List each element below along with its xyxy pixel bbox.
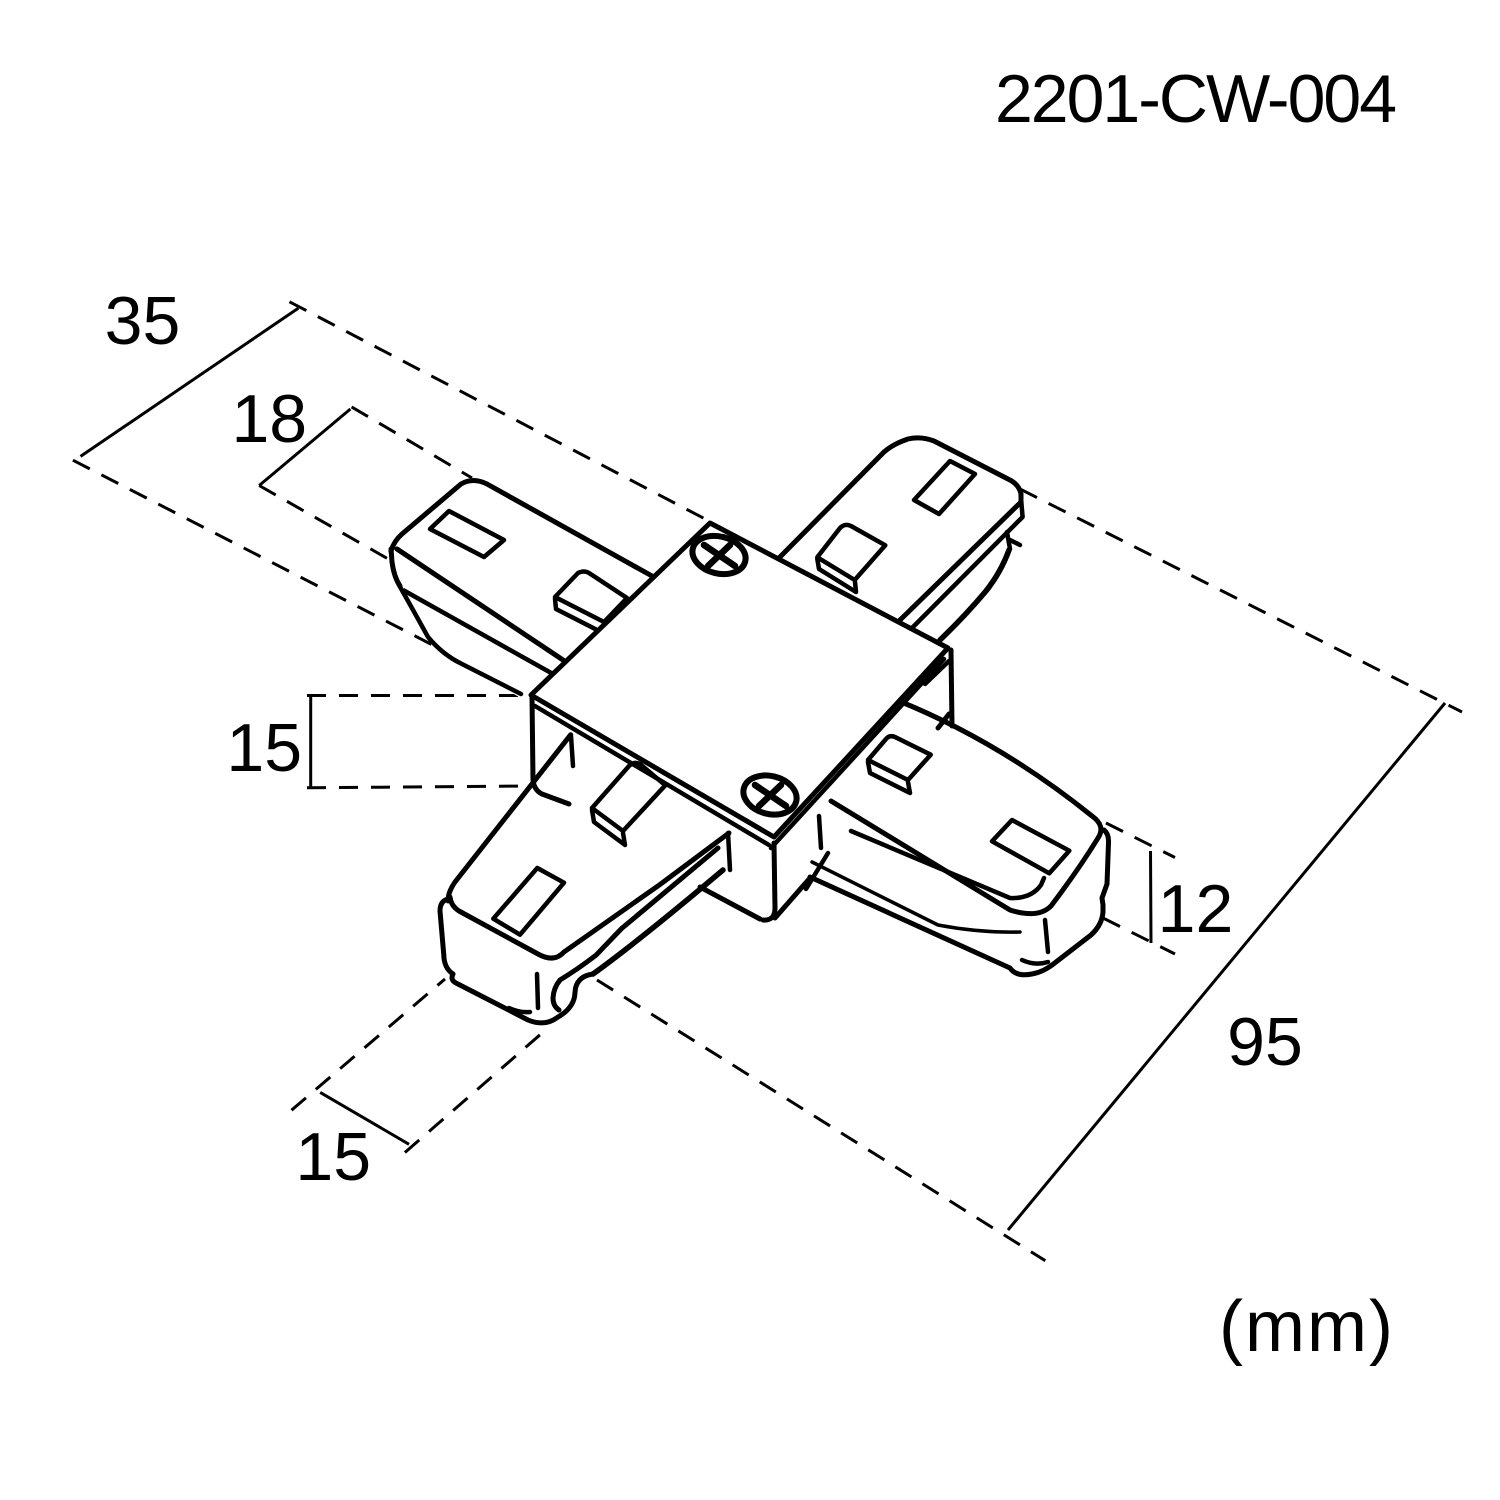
- svg-text:15: 15: [226, 710, 302, 786]
- svg-text:18: 18: [231, 381, 307, 457]
- svg-text:(mm): (mm): [1219, 1287, 1395, 1367]
- svg-text:15: 15: [295, 1119, 371, 1195]
- svg-text:2201-CW-004: 2201-CW-004: [995, 61, 1395, 137]
- svg-text:12: 12: [1158, 871, 1234, 947]
- svg-text:35: 35: [105, 283, 181, 359]
- svg-text:95: 95: [1227, 1004, 1303, 1080]
